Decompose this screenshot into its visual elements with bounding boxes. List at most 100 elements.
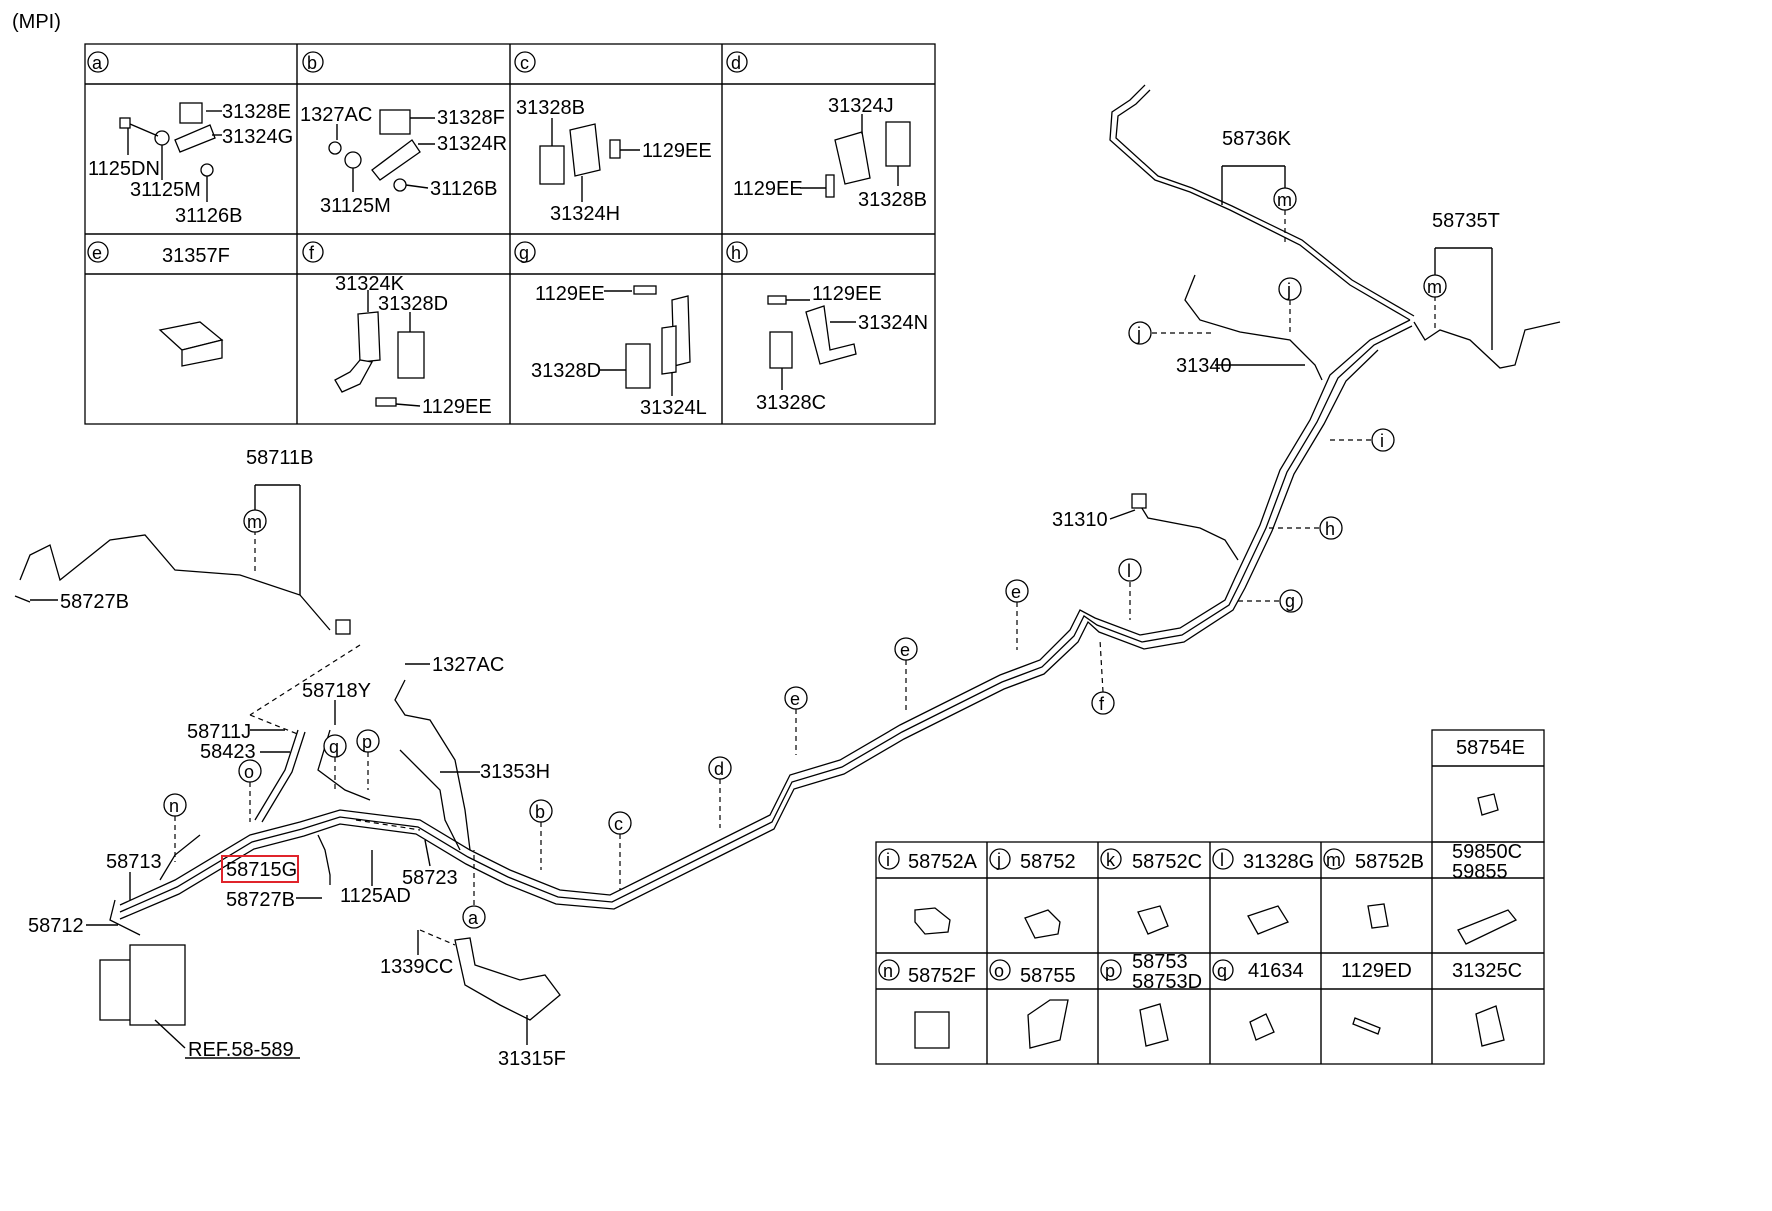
svg-text:41634: 41634 bbox=[1248, 960, 1304, 982]
cell-b-parts: 1327AC 31328F 31324R 31125M 31126B bbox=[300, 104, 507, 217]
cell-f-parts: 31324K 31328D 1129EE bbox=[334, 273, 492, 418]
svg-text:31324L: 31324L bbox=[640, 397, 707, 419]
cell-g-parts: 1129EE 31328D 31324L bbox=[531, 283, 707, 419]
label-58718Y: 58718Y bbox=[302, 680, 371, 702]
svg-text:q: q bbox=[1217, 961, 1227, 981]
circle-g: g bbox=[1279, 589, 1303, 613]
svg-text:l: l bbox=[1127, 561, 1131, 581]
circle-q: q bbox=[323, 734, 347, 758]
cell-letter-d: d bbox=[726, 51, 748, 73]
svg-text:58752F: 58752F bbox=[908, 965, 976, 987]
part-labels: 58711B 58727B 58718Y 58711J 58423 58713 … bbox=[28, 128, 1500, 1070]
cell-letter-g: g bbox=[514, 241, 536, 263]
circle-l: l bbox=[1118, 558, 1142, 582]
svg-text:m: m bbox=[1326, 850, 1341, 870]
diagram-letter-circles: m m m j j i h g l f e e e d c b a n o q … bbox=[163, 187, 1447, 929]
svg-text:58752A: 58752A bbox=[908, 851, 978, 873]
svg-text:31357F: 31357F bbox=[162, 245, 230, 267]
circle-j2: j bbox=[1128, 321, 1152, 345]
label-1125AD: 1125AD bbox=[340, 885, 411, 907]
label-58727B-bottom: 58727B bbox=[226, 889, 295, 911]
svg-text:31125M: 31125M bbox=[130, 179, 201, 201]
svg-text:31328D: 31328D bbox=[531, 360, 601, 382]
svg-text:1129ED: 1129ED bbox=[1341, 960, 1412, 982]
svg-text:p: p bbox=[362, 732, 372, 752]
circle-f: f bbox=[1091, 691, 1115, 715]
circle-n: n bbox=[163, 793, 187, 817]
svg-text:31328C: 31328C bbox=[756, 392, 826, 414]
circle-e2: e bbox=[894, 637, 918, 661]
svg-text:e: e bbox=[92, 243, 102, 263]
label-1339CC: 1339CC bbox=[380, 956, 453, 978]
variant-label: (MPI) bbox=[12, 11, 61, 33]
clip-31325C: 31325C bbox=[1452, 960, 1522, 1047]
svg-text:31328B: 31328B bbox=[858, 189, 927, 211]
svg-text:d: d bbox=[731, 53, 741, 73]
svg-text:m: m bbox=[247, 512, 262, 532]
svg-text:1129EE: 1129EE bbox=[733, 178, 803, 200]
svg-text:b: b bbox=[535, 802, 545, 822]
svg-text:31328D: 31328D bbox=[378, 293, 448, 315]
circle-e1: e bbox=[1005, 579, 1029, 603]
circle-h: h bbox=[1319, 516, 1343, 540]
svg-text:b: b bbox=[307, 53, 317, 73]
label-58735T: 58735T bbox=[1432, 210, 1500, 232]
cell-d-parts: 31324J 1129EE 31328B bbox=[733, 95, 927, 211]
cell-e-parts: 31357F bbox=[158, 245, 230, 367]
label-31310: 31310 bbox=[1052, 509, 1108, 531]
svg-text:31324N: 31324N bbox=[858, 312, 928, 334]
svg-text:31125M: 31125M bbox=[320, 195, 391, 217]
svg-text:e: e bbox=[900, 640, 910, 660]
label-58713: 58713 bbox=[106, 851, 162, 873]
label-58715G: 58715G bbox=[226, 859, 297, 881]
svg-text:j: j bbox=[1286, 280, 1291, 300]
clip-m: m 58752B bbox=[1323, 848, 1424, 929]
svg-text:58752B: 58752B bbox=[1355, 851, 1424, 873]
svg-text:q: q bbox=[329, 737, 339, 757]
leader-lines bbox=[249, 210, 1436, 946]
label-ref: REF.58-589 bbox=[188, 1039, 294, 1061]
svg-text:1129EE: 1129EE bbox=[535, 283, 605, 305]
svg-text:31328G: 31328G bbox=[1243, 851, 1314, 873]
svg-text:31325C: 31325C bbox=[1452, 960, 1522, 982]
circle-j: j bbox=[1278, 277, 1302, 301]
svg-text:c: c bbox=[614, 814, 623, 834]
label-31340: 31340 bbox=[1176, 355, 1232, 377]
label-58727B-top: 58727B bbox=[60, 591, 129, 613]
svg-text:g: g bbox=[519, 243, 529, 263]
cell-letter-b: b bbox=[302, 51, 324, 73]
svg-text:h: h bbox=[1325, 519, 1335, 539]
svg-text:a: a bbox=[468, 908, 479, 928]
svg-text:o: o bbox=[244, 762, 254, 782]
svg-text:f: f bbox=[1099, 694, 1105, 714]
cell-letter-f: f bbox=[302, 241, 324, 263]
circle-i: i bbox=[1371, 428, 1395, 452]
svg-text:h: h bbox=[731, 243, 741, 263]
svg-text:31126B: 31126B bbox=[175, 205, 242, 227]
highlight-box bbox=[221, 855, 299, 883]
svg-text:31324G: 31324G bbox=[222, 126, 293, 148]
svg-text:c: c bbox=[520, 53, 529, 73]
circle-m3: m bbox=[1423, 274, 1447, 298]
label-58423: 58423 bbox=[200, 741, 256, 763]
svg-text:n: n bbox=[883, 961, 893, 981]
label-31353H: 31353H bbox=[480, 761, 550, 783]
circle-p: p bbox=[356, 729, 380, 753]
svg-text:31324J: 31324J bbox=[828, 95, 894, 117]
svg-text:31328F: 31328F bbox=[437, 107, 505, 129]
cell-letter-c: c bbox=[514, 51, 536, 73]
svg-text:31324K: 31324K bbox=[335, 273, 405, 295]
cell-c-parts: 31328B 1129EE 31324H bbox=[516, 97, 712, 225]
cell-h-parts: 1129EE 31324N 31328C bbox=[756, 283, 928, 414]
top-parts-table: a b c d e f g h 31328E 31324G 1125DN 311… bbox=[84, 43, 936, 425]
svg-text:58752C: 58752C bbox=[1132, 851, 1202, 873]
svg-text:o: o bbox=[994, 961, 1004, 981]
svg-text:1327AC: 1327AC bbox=[300, 104, 372, 126]
clip-1129ED: 1129ED bbox=[1341, 960, 1412, 1035]
